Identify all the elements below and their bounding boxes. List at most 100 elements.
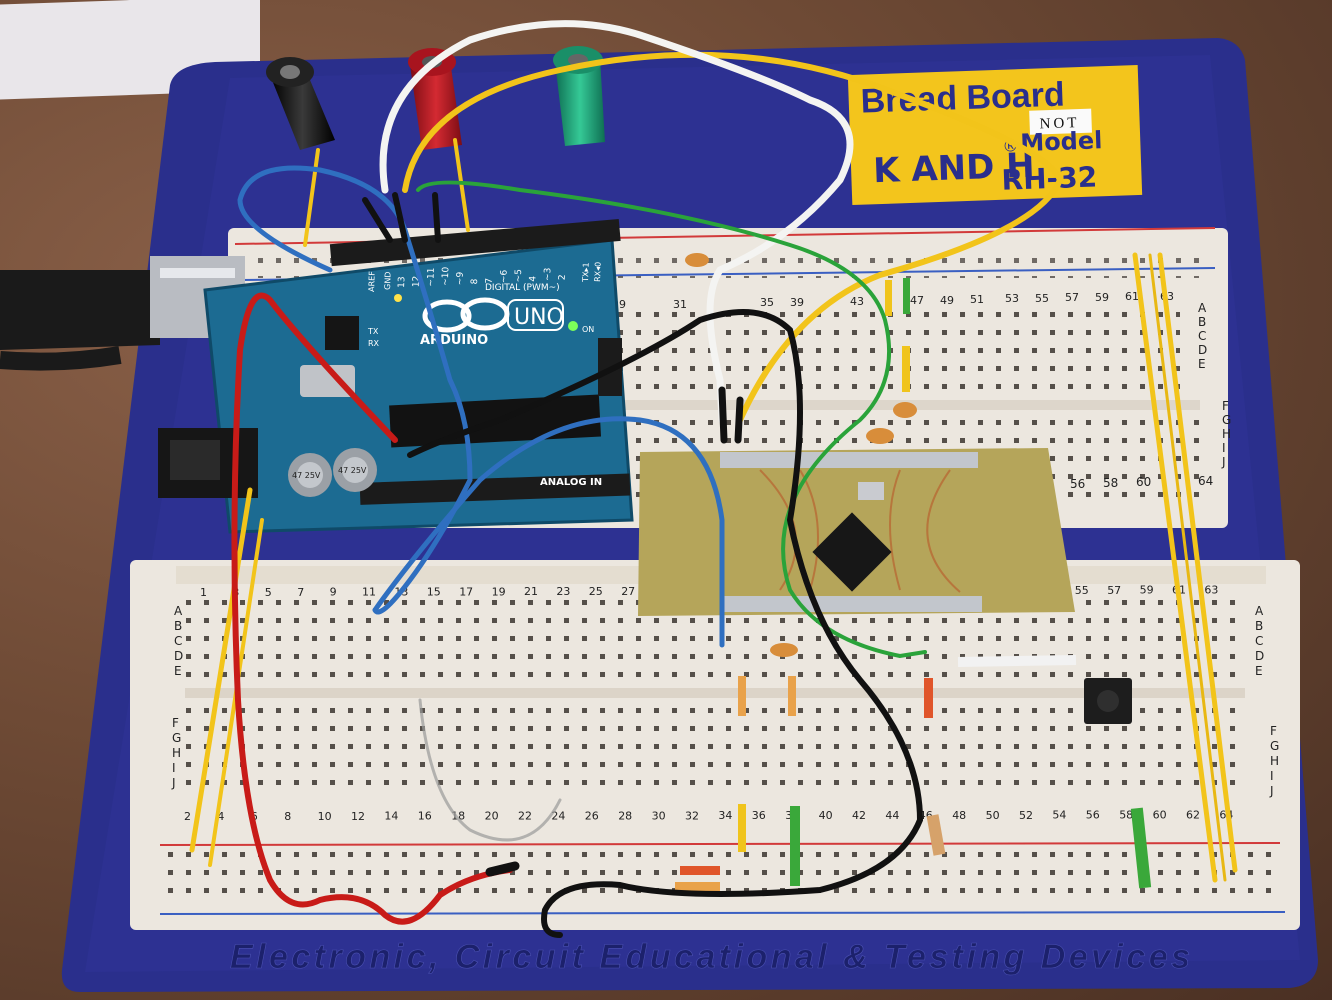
lower-col-number-bottom: 40 [819, 809, 833, 822]
svg-text:49: 49 [940, 294, 954, 307]
svg-text:61: 61 [1125, 290, 1139, 303]
lower-col-number-bottom: 60 [1153, 809, 1167, 822]
lower-row-letters-bottom-left: F G H I J [171, 716, 181, 790]
svg-text:A: A [174, 604, 183, 618]
arduino-rx-pin: RX◂0 [593, 262, 603, 282]
svg-text:I: I [1222, 441, 1226, 455]
lower-breadboard: 1357911131517192123252729313335373941434… [130, 560, 1300, 930]
lower-col-number-bottom: 48 [952, 809, 966, 822]
upper-col-numbers-lower: 56 58 60 64 [1070, 474, 1213, 491]
barrel-jack-icon [158, 428, 258, 498]
lower-col-number-bottom: 12 [351, 810, 365, 823]
lower-col-numbers-bottom: 2468101214161820222426283032343638404244… [184, 808, 1233, 823]
svg-text:D: D [1198, 343, 1207, 357]
lower-col-number-bottom: 30 [652, 809, 666, 822]
arduino-tx: TX [367, 327, 379, 336]
arduino-pin-label: 12 [412, 276, 422, 288]
arduino-tx-pin: TX▸1 [581, 262, 591, 283]
svg-text:64: 64 [1198, 474, 1213, 488]
lower-col-number-bottom: 52 [1019, 809, 1033, 822]
lower-col-number-bottom: 20 [485, 810, 499, 823]
arduino-on-label: ON [582, 325, 594, 334]
svg-text:56: 56 [1070, 477, 1085, 491]
arduino-digital-label: DIGITAL (PWM~) [485, 283, 560, 293]
base-caption: Electronic, Circuit Educational & Testin… [230, 938, 1190, 976]
arduino-pin-label: 8 [470, 278, 480, 284]
lower-col-number-top: 27 [621, 585, 635, 598]
svg-text:43: 43 [850, 295, 864, 308]
svg-text:53: 53 [1005, 292, 1019, 305]
lower-col-number-bottom: 54 [1052, 809, 1066, 822]
arduino-pin-label: ~3 [543, 267, 553, 281]
arduino-pin-label: ~9 [455, 271, 465, 285]
push-button-icon[interactable] [1084, 678, 1132, 724]
ceramic-capacitors [685, 253, 917, 657]
lower-col-number-bottom: 42 [852, 809, 866, 822]
arduino-pin-label: ~10 [441, 266, 452, 286]
upper-row-letters-bottom: F G H I J [1221, 399, 1231, 469]
svg-text:D: D [1255, 649, 1264, 663]
lower-col-number-bottom: 16 [418, 810, 432, 823]
svg-text:57: 57 [1065, 291, 1079, 304]
svg-text:J: J [171, 776, 176, 790]
svg-text:J: J [1269, 784, 1274, 798]
svg-text:C: C [1198, 329, 1206, 343]
svg-text:E: E [174, 664, 182, 678]
lower-col-number-bottom: 2 [184, 810, 191, 823]
lower-col-number-bottom: 58 [1119, 809, 1133, 822]
arduino-pin-label: 13 [397, 276, 407, 288]
arduino-pin-label: ~5 [514, 269, 524, 283]
svg-text:I: I [172, 761, 176, 775]
lower-col-number-bottom: 34 [718, 809, 732, 822]
power-led [568, 321, 578, 331]
svg-text:51: 51 [970, 293, 984, 306]
arduino-analog-label: ANALOG IN [540, 477, 602, 488]
svg-text:H: H [1270, 754, 1279, 768]
cap-label-1: 47 25V [292, 471, 321, 480]
arduino-brand: ARDUINO [420, 333, 488, 348]
lower-col-number-top: 25 [589, 585, 603, 598]
capacitor-icon [288, 448, 377, 497]
svg-text:C: C [1255, 634, 1263, 648]
usb-cable-icon [0, 256, 245, 371]
svg-text:F: F [172, 716, 179, 730]
label-brand: K AND H [872, 146, 1035, 192]
svg-text:55: 55 [1035, 292, 1049, 305]
lower-col-number-top: 59 [1140, 584, 1154, 597]
svg-text:A: A [1198, 301, 1207, 315]
arduino-pin-label: 7 [485, 278, 495, 284]
lower-col-number-top: 7 [297, 586, 304, 599]
lower-row-letters-top-left: A B C D E [174, 604, 183, 678]
arduino-aref: AREF [367, 271, 377, 292]
svg-text:B: B [1198, 315, 1206, 329]
svg-text:B: B [1255, 619, 1263, 633]
lower-col-number-top: 9 [330, 586, 337, 599]
lower-col-number-bottom: 56 [1086, 809, 1100, 822]
svg-text:F: F [1270, 724, 1277, 738]
lower-col-number-bottom: 36 [752, 809, 766, 822]
svg-text:B: B [174, 619, 182, 633]
cap-label-2: 47 25V [338, 466, 367, 475]
svg-text:60: 60 [1136, 475, 1151, 489]
lower-col-number-bottom: 32 [685, 809, 699, 822]
svg-text:G: G [172, 731, 181, 745]
lower-col-number-bottom: 62 [1186, 809, 1200, 822]
lower-col-number-top: 63 [1204, 584, 1218, 597]
svg-text:A: A [1255, 604, 1264, 618]
svg-text:G: G [1270, 739, 1279, 753]
lower-col-number-bottom: 10 [318, 810, 332, 823]
arduino-pin-label: ~6 [499, 269, 509, 283]
svg-text:H: H [1222, 427, 1231, 441]
svg-text:C: C [174, 634, 182, 648]
lower-col-number-bottom: 24 [551, 809, 565, 822]
lower-col-number-top: 21 [524, 585, 538, 598]
lower-row-letters-bottom-right: F G H I J [1269, 724, 1279, 798]
arduino-pin-label: 2 [558, 274, 568, 280]
lower-col-number-bottom: 44 [885, 809, 899, 822]
svg-text:G: G [1222, 413, 1231, 427]
l-led [394, 294, 402, 302]
lower-col-number-bottom: 28 [618, 809, 632, 822]
